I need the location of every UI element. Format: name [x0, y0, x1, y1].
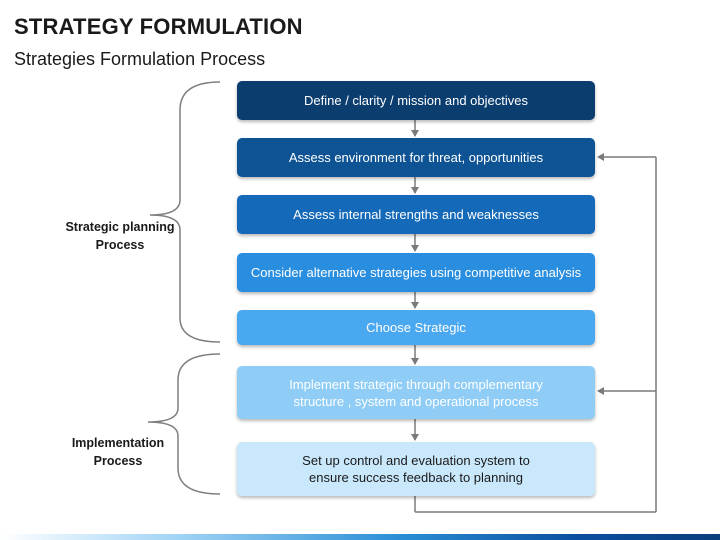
step-label: Assess internal strengths and weaknesses [293, 207, 539, 222]
strategic-brace [149, 81, 221, 343]
step-define-mission: Define / clarity / mission and objective… [237, 81, 595, 120]
step-label: Consider alternative strategies using co… [250, 265, 582, 280]
step-choose-strategic: Choose Strategic [237, 310, 595, 345]
step-implement-strategic: Implement strategic through complementar… [237, 366, 595, 419]
implementation-process-label: Implementation Process [71, 436, 165, 468]
bottom-accent-bar [0, 534, 720, 540]
implementation-brace [147, 353, 221, 495]
step-label: Choose Strategic [366, 320, 466, 335]
page-subtitle: Strategies Formulation Process [14, 49, 266, 69]
step-consider-alternatives: Consider alternative strategies using co… [237, 253, 595, 292]
step-label: Implement strategic through complementar… [289, 376, 543, 409]
step-label: Assess environment for threat, opportuni… [288, 150, 544, 165]
step-label: Define / clarity / mission and objective… [304, 93, 528, 108]
page-title: STRATEGY FORMULATION [14, 14, 303, 39]
step-assess-environment: Assess environment for threat, opportuni… [237, 138, 595, 177]
step-control-evaluation: Set up control and evaluation system to … [237, 442, 595, 496]
strategic-planning-label: Strategic planning Process [65, 220, 175, 252]
step-label: Set up control and evaluation system to … [302, 453, 530, 485]
step-assess-internal: Assess internal strengths and weaknesses [237, 195, 595, 234]
